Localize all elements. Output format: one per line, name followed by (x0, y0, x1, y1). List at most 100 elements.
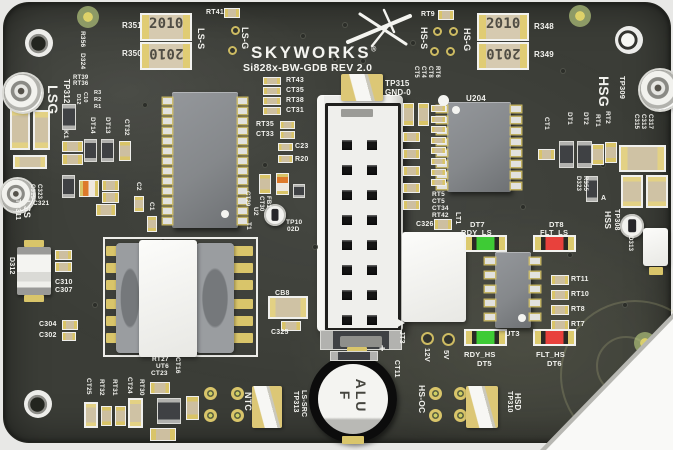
edge-component-d313 (643, 228, 668, 266)
boxv-part (101, 406, 112, 426)
label-ct33: CT33 (256, 131, 274, 138)
pin-part (238, 148, 247, 154)
idc-pin-socket (342, 215, 352, 225)
box-part (403, 149, 420, 159)
idc-pin-socket (342, 140, 352, 150)
box-part (551, 275, 569, 285)
box-part (150, 382, 170, 394)
bigcap-part (13, 155, 47, 169)
box-part (62, 154, 83, 165)
idc-pin-socket (367, 290, 377, 300)
ic-u204 (447, 102, 511, 192)
label-lt1: LT1 (454, 212, 461, 225)
boxv-part (403, 103, 414, 126)
dot-part (438, 95, 449, 106)
label-hss: HSS (603, 211, 613, 230)
box-part (403, 183, 420, 193)
box-part (263, 107, 281, 115)
label-c323: C323 (36, 184, 42, 200)
box-part (224, 8, 240, 18)
bigcapv-part (33, 110, 50, 150)
label-rdy-ls: RDY_LS (461, 228, 492, 237)
pin-part (163, 208, 172, 214)
via-part (430, 47, 439, 56)
test-clip-tp313 (252, 386, 282, 428)
bobbin-part (196, 243, 234, 353)
pin-part (238, 158, 247, 164)
pin-part (530, 272, 540, 278)
pin-part (163, 218, 172, 224)
label-flt-hs: FLT_HS (536, 350, 565, 359)
led-rdy-hs (464, 329, 507, 346)
label-rt5: RT5 (432, 191, 445, 198)
label-02d: 02D (287, 226, 300, 233)
pin-part (163, 168, 172, 174)
pin-part (163, 98, 172, 104)
box-part (431, 147, 446, 155)
label-dt6: DT6 (547, 359, 562, 368)
idc-pin-socket (367, 140, 377, 150)
box-part (55, 250, 72, 260)
led-flt-ls (533, 235, 576, 252)
pin-part (238, 168, 247, 174)
label-d313: D313 (627, 236, 633, 252)
ntc-holes (204, 387, 217, 400)
skyworks-logo-icon (346, 8, 412, 48)
box-part (438, 10, 454, 20)
label-ct29: CT29 (244, 191, 250, 207)
hs-oc-holes (454, 409, 467, 422)
label-c23: C23 (295, 143, 309, 150)
box-part (403, 200, 420, 210)
label-hs-g: HS-G (462, 28, 472, 52)
darkv-part (62, 104, 76, 130)
pin-part (485, 314, 495, 320)
label-r356: R356 (79, 31, 86, 48)
tp-12v (421, 332, 434, 345)
dvia-part (360, 58, 366, 64)
pin-part (511, 139, 521, 145)
mounting-hole (615, 26, 643, 54)
idc-cavity (325, 103, 401, 331)
pad-part (24, 240, 44, 247)
label-dt1: DT1 (566, 112, 573, 125)
bigcapv-part (621, 175, 643, 208)
label-rt43: RT43 (286, 77, 304, 84)
boxv-part (592, 144, 604, 165)
test-clip-tp315 (341, 74, 383, 101)
darkv-part (559, 141, 574, 168)
pin-part (511, 161, 521, 167)
idc-pin-socket (342, 290, 352, 300)
label-ct24: CT24 (126, 377, 133, 394)
label-c1: C1 (148, 202, 155, 211)
label-tp309: TP309 (618, 76, 627, 100)
green-testpoint (77, 6, 99, 28)
label-ls-s: LS-S (196, 28, 206, 50)
hs-oc-holes (454, 387, 467, 400)
label-u2: U2 (252, 207, 259, 216)
hs-oc-holes (429, 409, 442, 422)
pin-part (238, 98, 247, 104)
box-part (55, 262, 72, 272)
darkv-part (84, 139, 97, 162)
via-part (449, 27, 458, 36)
pin-part (238, 198, 247, 204)
idc-pin-socket (342, 265, 352, 275)
green-testpoint (569, 5, 591, 27)
boxv-part (119, 141, 131, 161)
label-rt42: RT42 (432, 212, 449, 219)
label-rt8: RT8 (571, 306, 585, 313)
label-ct5: CT5 (432, 198, 445, 205)
ntc-holes (231, 387, 244, 400)
label-lsg: LSG (45, 85, 61, 115)
led-flt-hs (533, 329, 576, 346)
label-c321: C321 (33, 200, 50, 207)
box-part (280, 131, 295, 139)
label-12v: 12V (423, 348, 432, 362)
label-d12: D12 (75, 94, 81, 105)
via-part (231, 26, 240, 35)
pin-part (511, 128, 521, 134)
idc-pin-socket (367, 240, 377, 250)
label-jt3: JT3 (398, 331, 405, 344)
box-part (102, 180, 119, 191)
